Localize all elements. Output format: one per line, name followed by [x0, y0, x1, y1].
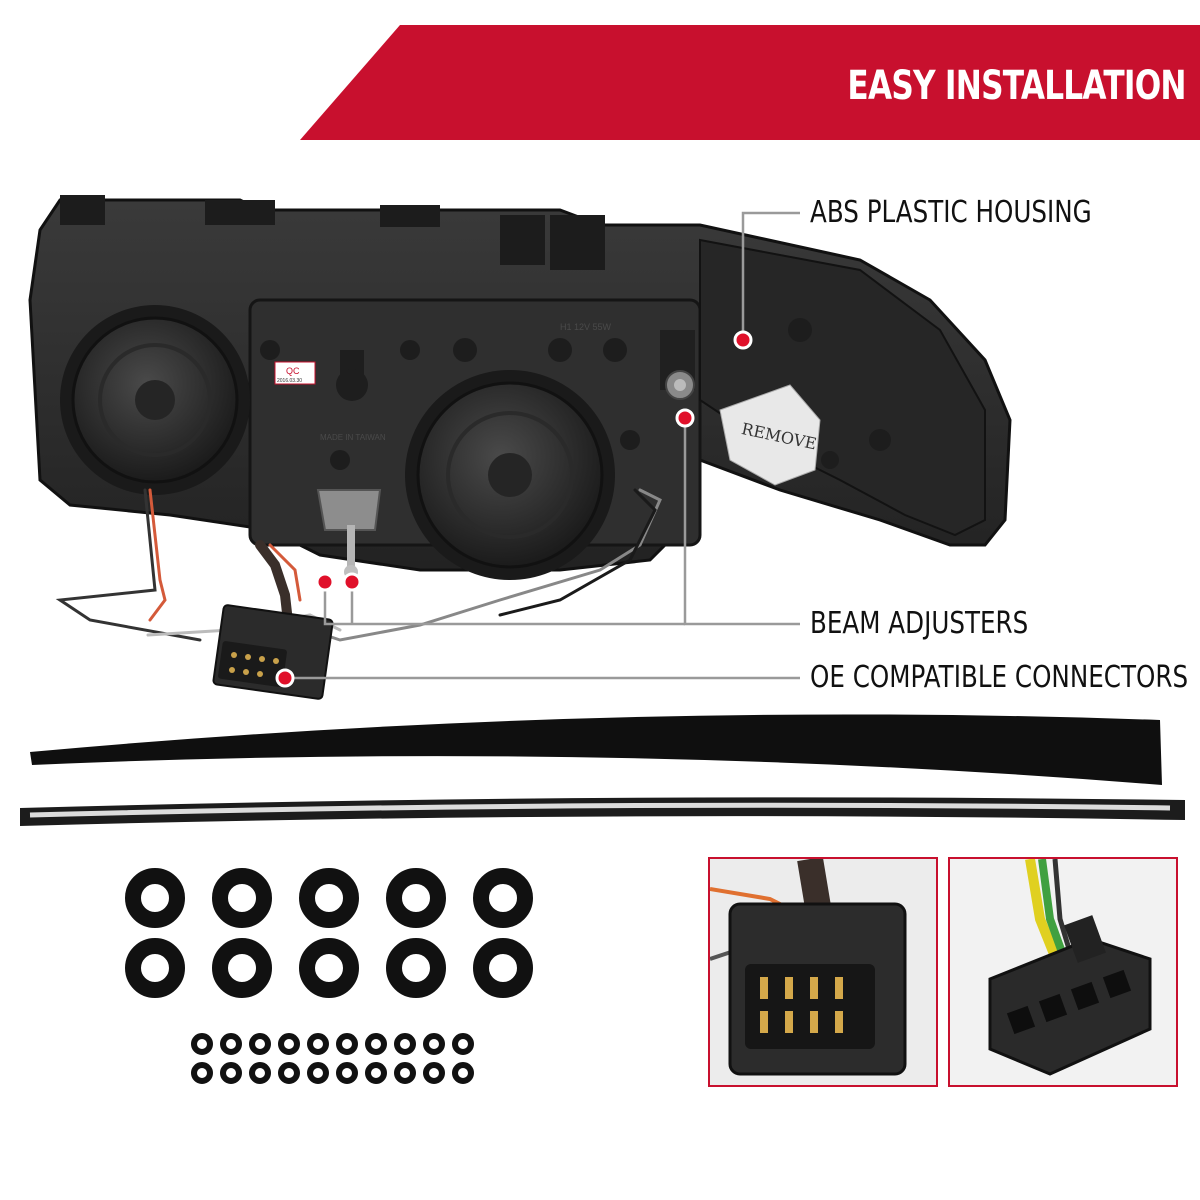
mold-text-1: H1 12V 55W — [560, 322, 612, 332]
small-washer — [278, 1062, 300, 1084]
beam-adjuster-stem — [316, 489, 382, 579]
oe-connector — [212, 604, 334, 700]
small-washer — [423, 1033, 445, 1055]
small-washer — [307, 1062, 329, 1084]
small-washer — [394, 1062, 416, 1084]
headlight-housing: REMOVE QC 2016.03.30 H1 12V 55W MADE IN … — [28, 195, 1012, 580]
large-washer — [125, 868, 185, 928]
inset-male-connector — [708, 857, 938, 1087]
large-washer — [212, 938, 272, 998]
left-bulb-cap — [60, 305, 250, 495]
large-washers — [125, 868, 533, 998]
rubber-strip — [30, 714, 1162, 785]
small-washer — [191, 1033, 213, 1055]
inset-female-connector — [948, 857, 1178, 1087]
qc-sticker — [274, 361, 316, 385]
qc-date: 2016.03.30 — [277, 378, 302, 384]
large-washer — [212, 868, 272, 928]
large-washer — [386, 938, 446, 998]
small-washer — [220, 1062, 242, 1084]
small-washer — [336, 1062, 358, 1084]
large-washer — [299, 868, 359, 928]
knob — [336, 350, 368, 401]
small-washer — [365, 1062, 387, 1084]
callout-oe-connectors: OE COMPATIBLE CONNECTORS — [810, 660, 1189, 695]
small-washer — [452, 1033, 474, 1055]
small-washer — [249, 1062, 271, 1084]
small-washer — [394, 1033, 416, 1055]
small-washer — [307, 1033, 329, 1055]
callout-markers — [275, 330, 753, 688]
small-washer — [191, 1062, 213, 1084]
banner-shape — [300, 25, 1200, 140]
small-washer — [365, 1033, 387, 1055]
sealing-strips — [20, 714, 1185, 826]
qc-title: QC — [286, 366, 300, 376]
beam-adjuster-screw-top — [660, 330, 695, 400]
small-washer — [220, 1033, 242, 1055]
large-washer — [386, 868, 446, 928]
callout-beam-adjusters: BEAM ADJUSTERS — [810, 606, 1029, 641]
banner-title: EASY INSTALLATION — [847, 63, 1187, 109]
large-washer — [473, 938, 533, 998]
title-banner — [300, 25, 1200, 140]
callout-abs-housing: ABS PLASTIC HOUSING — [810, 195, 1092, 230]
small-washers — [191, 1033, 474, 1084]
mold-text-2: MADE IN TAIWAN — [320, 433, 386, 442]
small-washer — [249, 1033, 271, 1055]
main-bulb-cap — [405, 370, 615, 580]
small-washer — [278, 1033, 300, 1055]
large-washer — [125, 938, 185, 998]
small-washer — [423, 1062, 445, 1084]
female-connector-closeup — [950, 859, 1176, 1085]
small-washer — [452, 1062, 474, 1084]
small-washer — [336, 1033, 358, 1055]
male-connector-closeup — [710, 859, 936, 1085]
large-washer — [473, 868, 533, 928]
large-washer — [299, 938, 359, 998]
